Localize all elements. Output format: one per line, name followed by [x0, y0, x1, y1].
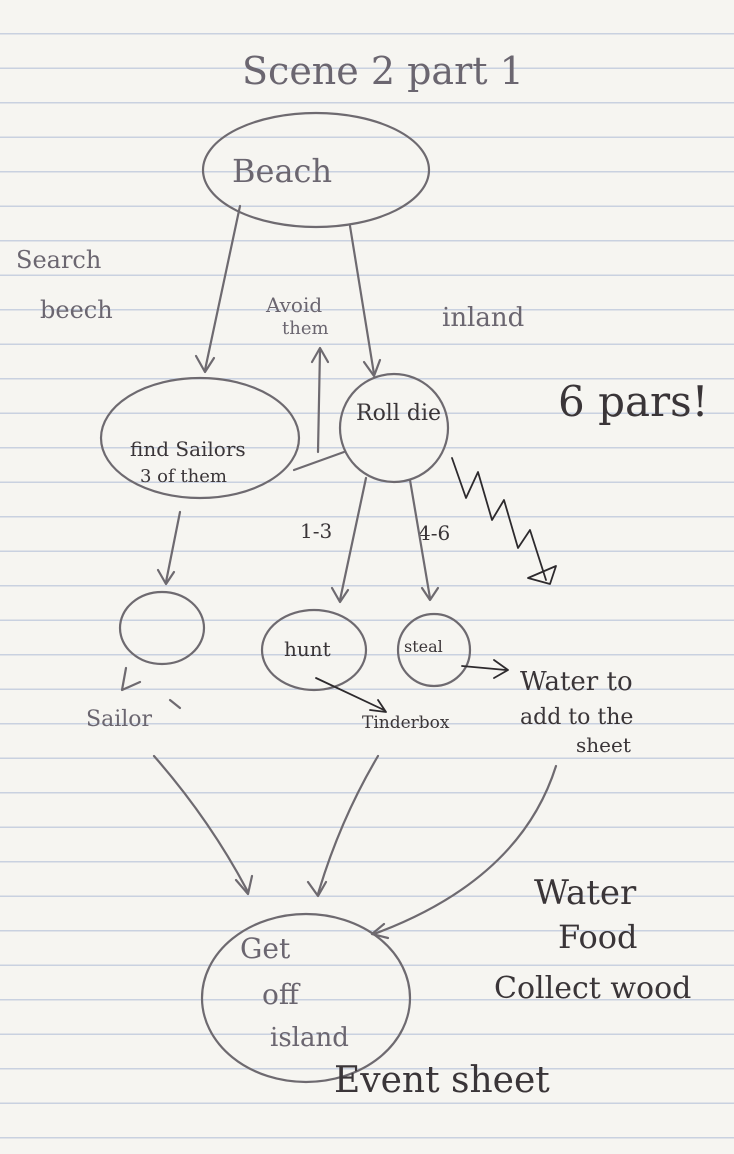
label-event-sheet: Event sheet — [334, 1060, 550, 1101]
label-search-beech: beech — [40, 296, 113, 324]
arrow-die-to-hunt — [338, 476, 368, 602]
node-find-sailors — [99, 376, 301, 500]
arrowhead-zigzag — [527, 565, 557, 585]
curve-steal-to-get-off — [372, 764, 558, 936]
arrow-die-to-steal — [408, 478, 432, 600]
node-hunt-label: hunt — [284, 637, 331, 661]
node-steal-label: steal — [404, 637, 443, 656]
label-search: Search — [16, 246, 101, 274]
node-roll-die-label: Roll die — [356, 401, 441, 426]
label-tinderbox: Tinderbox — [362, 713, 450, 733]
node-get-off-label-2: off — [262, 978, 301, 1011]
arrow-hunt-tinderbox — [315, 677, 385, 711]
arrow-zigzag — [451, 457, 547, 581]
arrow-beach-to-die — [348, 224, 376, 376]
label-avoid: Avoid — [265, 293, 322, 317]
arrow-to-sailor — [120, 666, 142, 692]
curve-sailor-to-get-off — [152, 754, 250, 894]
page-title: Scene 2 part 1 — [242, 49, 524, 93]
node-beach-label: Beach — [232, 152, 332, 190]
arrowhead-get-off-1 — [234, 874, 254, 896]
link-sailors-die — [292, 450, 346, 472]
node-roll-die — [338, 372, 450, 484]
label-water: Water — [534, 873, 637, 913]
arrowhead-sailors-down — [156, 568, 176, 586]
arrowhead-water — [493, 659, 509, 679]
arrow-steal-water — [461, 665, 507, 671]
arrow-beach-to-sailors — [203, 204, 242, 372]
label-water-add: add to the — [520, 705, 633, 730]
label-avoid-them: them — [282, 318, 329, 339]
node-steal — [396, 612, 472, 688]
label-water-to: Water to — [520, 667, 633, 697]
node-find-sailors-label-2: 3 of them — [140, 466, 227, 487]
arrowhead-get-off-2 — [306, 880, 328, 898]
label-sailor: Sailor — [86, 707, 153, 732]
label-water-sheet: sheet — [576, 733, 631, 757]
node-beach — [201, 111, 431, 229]
node-get-off-label-1: Get — [240, 932, 291, 965]
label-range-low: 1-3 — [300, 519, 332, 543]
node-sailor-circle — [118, 590, 206, 666]
arrowhead-sailors — [194, 354, 216, 374]
arrowhead-die — [362, 358, 382, 378]
arrowhead-steal — [420, 586, 440, 602]
arrow-avoid — [316, 348, 322, 454]
arrowhead-tinderbox — [369, 699, 387, 713]
curve-hunt-to-get-off — [316, 754, 380, 896]
node-hunt — [260, 608, 368, 692]
node-get-off-island — [200, 912, 412, 1084]
label-six-pars: 6 pars! — [558, 377, 709, 426]
label-range-high: 4-6 — [418, 521, 450, 545]
node-find-sailors-label-1: find Sailors — [130, 437, 246, 461]
label-collect-wood: Collect wood — [494, 971, 691, 1006]
label-food: Food — [558, 918, 637, 956]
arrow-sailors-down — [164, 510, 182, 584]
label-inland: inland — [442, 303, 524, 333]
sailor-tick — [168, 698, 182, 710]
node-get-off-label-3: island — [270, 1023, 349, 1053]
arrowhead-hunt — [330, 586, 350, 604]
arrowhead-avoid — [310, 346, 330, 364]
